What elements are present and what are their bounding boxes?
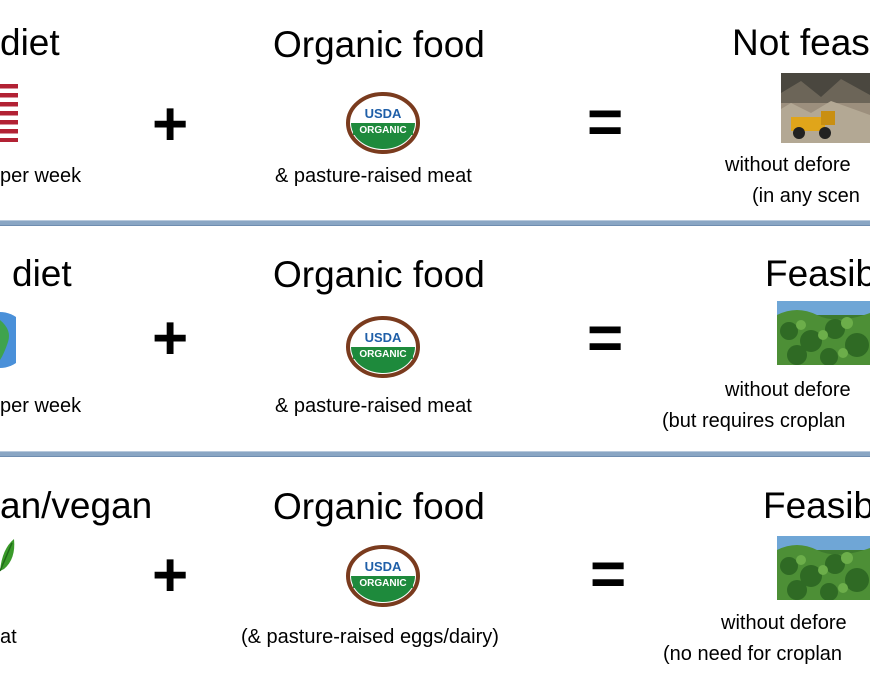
us-flag-icon <box>0 84 20 147</box>
plus-sign: + <box>152 90 189 159</box>
forest-photo <box>777 301 870 365</box>
forest-photo <box>777 536 870 600</box>
equals-sign: = <box>587 304 624 373</box>
diet-note: per week <box>0 165 82 187</box>
svg-text:USDA: USDA <box>365 559 402 574</box>
row-reduced-meat-diet: diet per week + Organic food USDA ORGANI… <box>0 228 870 453</box>
svg-text:ORGANIC: ORGANIC <box>359 349 406 360</box>
row-meat-diet: diet per week + Organic food USDA ORGANI… <box>0 0 870 225</box>
equals-sign: = <box>590 540 627 609</box>
diet-note: at <box>0 626 17 648</box>
row-divider <box>0 220 870 226</box>
outcome-line1: without defore <box>721 612 847 634</box>
usda-organic-seal-icon: USDA ORGANIC <box>346 545 420 612</box>
row-vegetarian-vegan-diet: an/vegan at + Organic food USDA ORGANIC … <box>0 459 870 684</box>
usda-organic-seal-icon: USDA ORGANIC <box>346 92 420 159</box>
svg-text:ORGANIC: ORGANIC <box>359 578 406 589</box>
outcome-line1: without defore <box>725 379 851 401</box>
diet-title: an/vegan <box>0 485 153 526</box>
svg-text:ORGANIC: ORGANIC <box>359 125 406 136</box>
outcome-line2: (no need for croplan <box>663 643 843 665</box>
deforestation-truck-photo <box>781 73 870 143</box>
diet-note: per week <box>0 395 82 417</box>
outcome-title: Not feas <box>732 22 870 63</box>
outcome-line1: without defore <box>725 154 851 176</box>
svg-text:USDA: USDA <box>365 106 402 121</box>
outcome-title: Feasib <box>763 485 870 526</box>
organic-note: & pasture-raised meat <box>275 395 472 417</box>
organic-note: & pasture-raised meat <box>275 165 472 187</box>
leaf-icon <box>0 537 16 578</box>
outcome-line2: (in any scen <box>752 185 860 207</box>
plus-sign: + <box>152 541 189 610</box>
usda-organic-seal-icon: USDA ORGANIC <box>346 316 420 383</box>
row-divider <box>0 451 870 457</box>
globe-icon <box>0 310 28 375</box>
diet-title: diet <box>0 22 60 63</box>
diet-title: diet <box>12 253 72 294</box>
svg-text:USDA: USDA <box>365 330 402 345</box>
organic-note: (& pasture-raised eggs/dairy) <box>241 626 499 648</box>
outcome-line2: (but requires croplan <box>662 410 846 432</box>
equals-sign: = <box>587 88 624 157</box>
plus-sign: + <box>152 304 189 373</box>
organic-food-title: Organic food <box>273 24 485 65</box>
organic-food-title: Organic food <box>273 486 485 527</box>
organic-food-title: Organic food <box>273 254 485 295</box>
outcome-title: Feasib <box>765 253 870 294</box>
